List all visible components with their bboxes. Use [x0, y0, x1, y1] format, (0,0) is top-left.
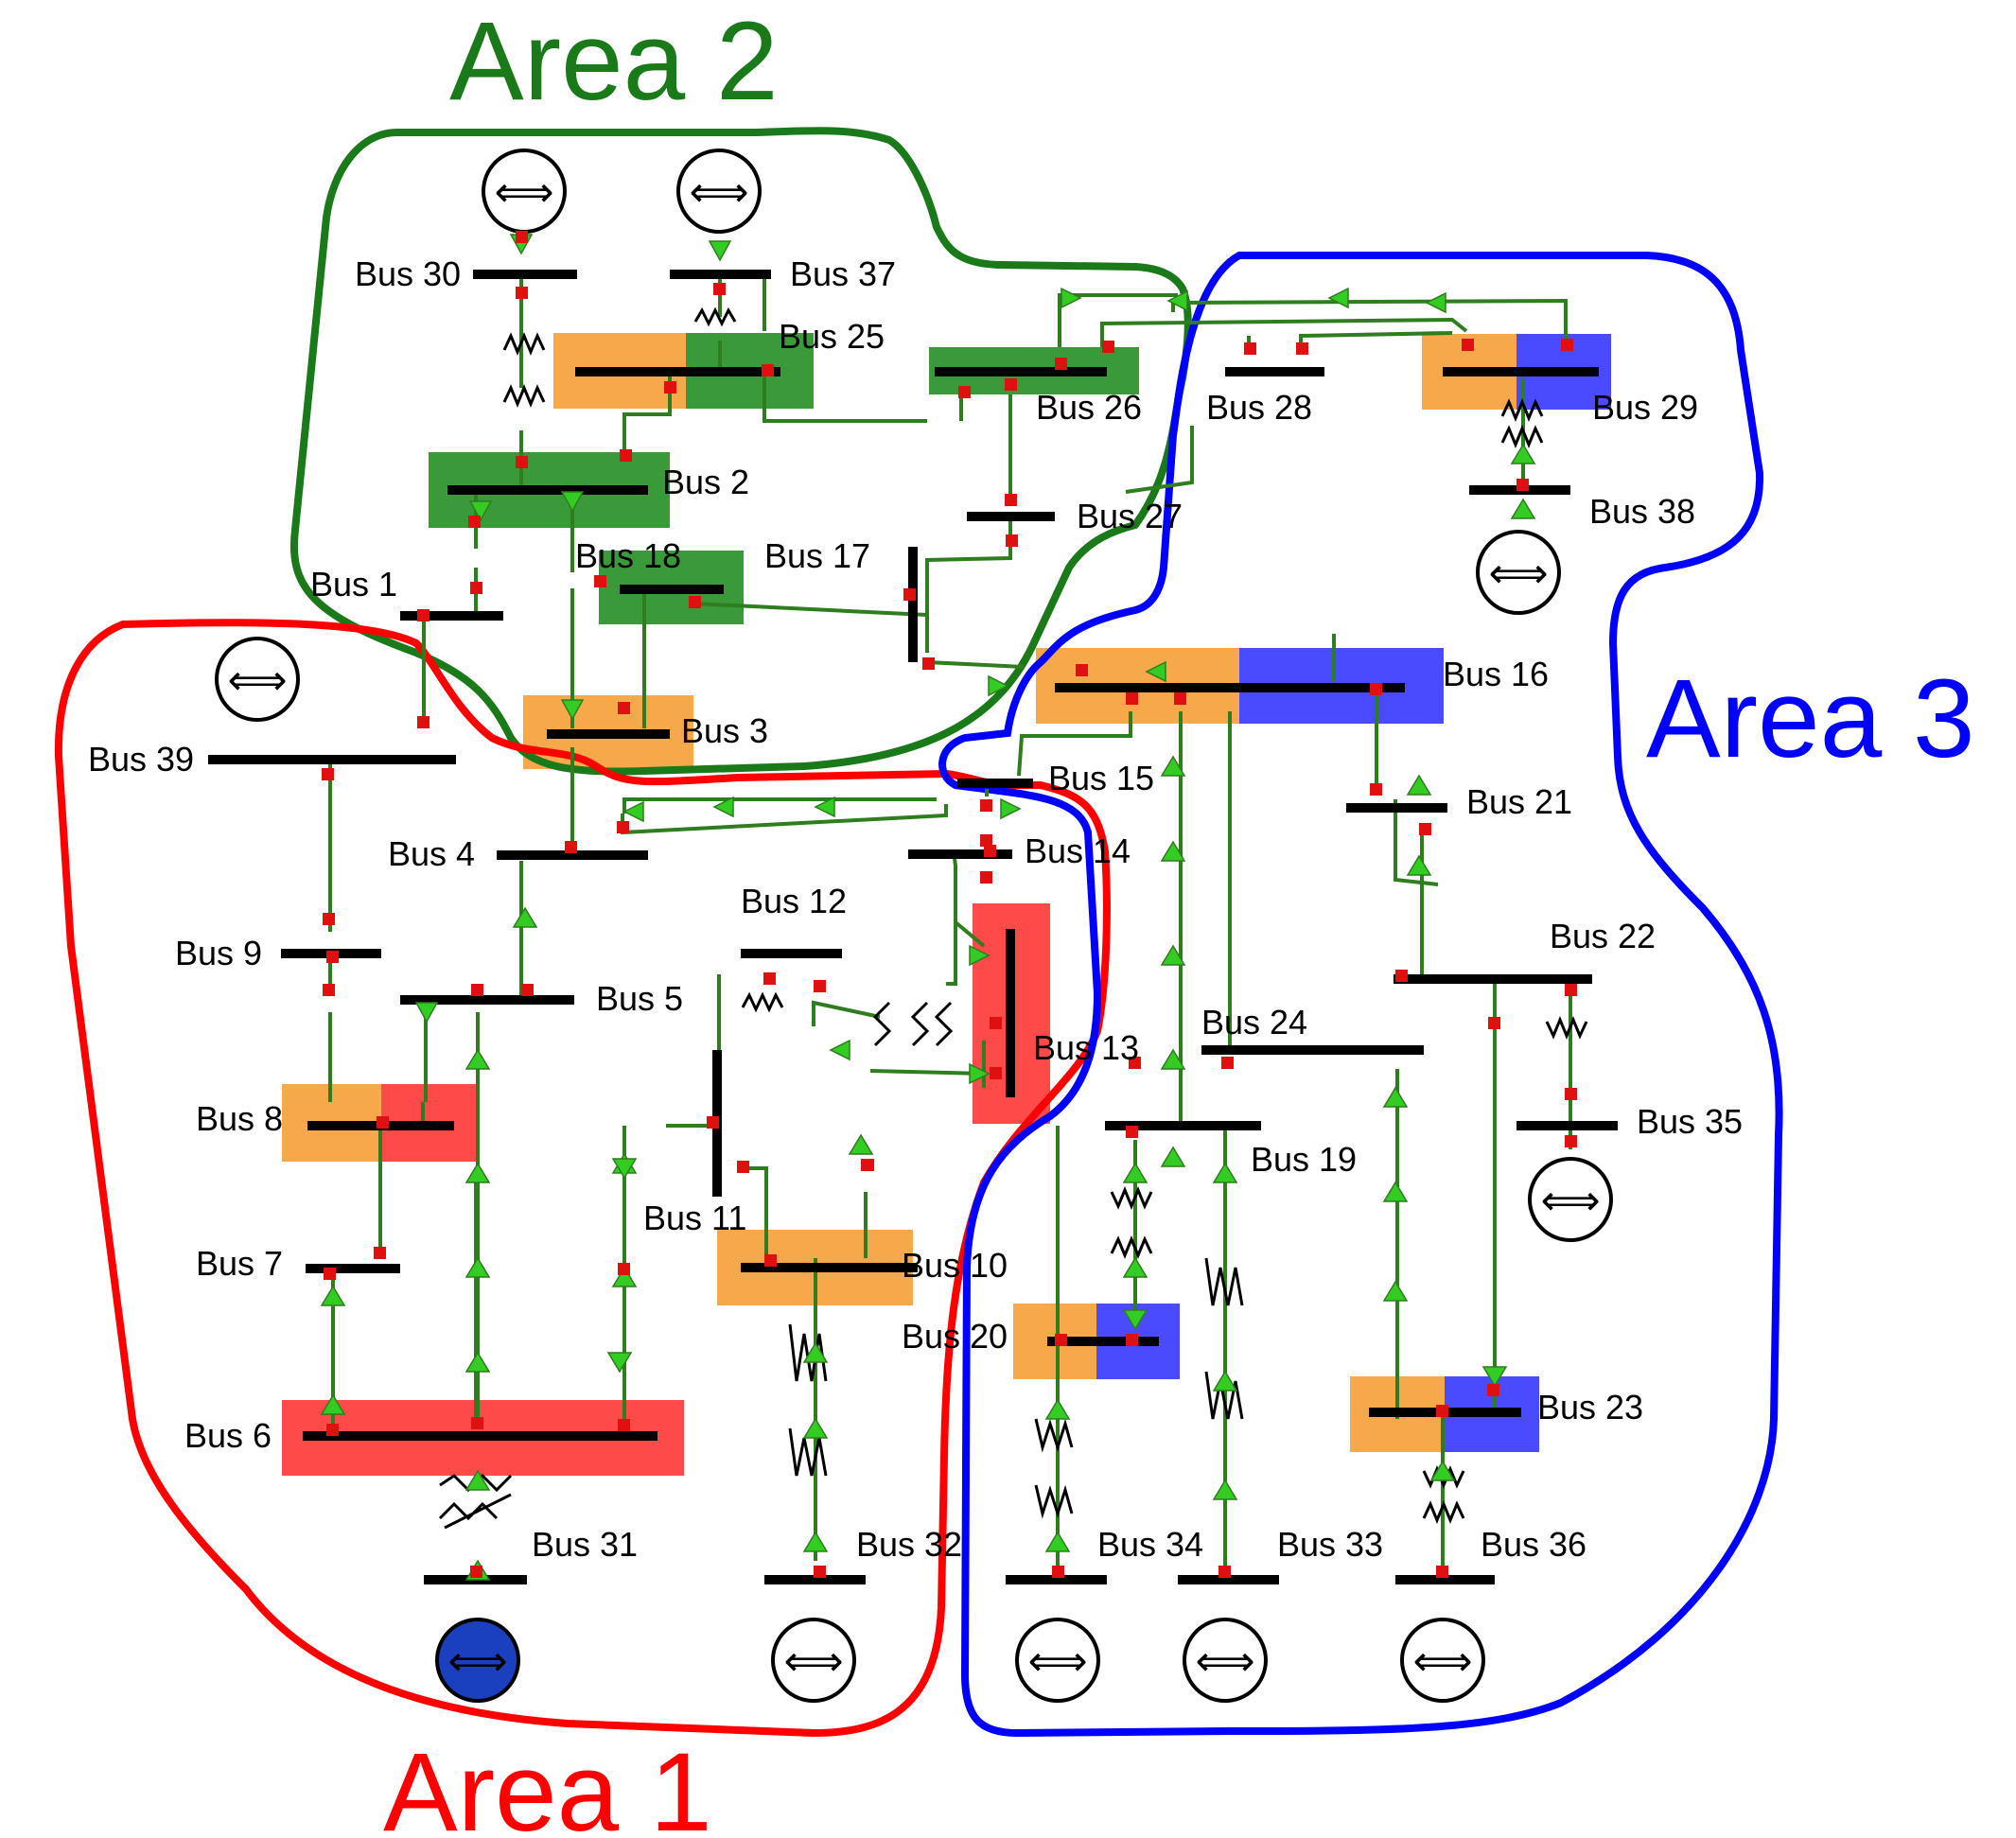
- transformer-icon: [693, 306, 737, 327]
- area-1-boundary: [54, 619, 1111, 1738]
- bus-36-label: Bus 36: [1481, 1525, 1587, 1564]
- bus-10-label: Bus 10: [902, 1246, 1008, 1285]
- bus-29-label: Bus 29: [1592, 388, 1698, 427]
- svg-text:⟺: ⟺: [689, 168, 748, 217]
- bus-6-label: Bus 6: [184, 1416, 272, 1455]
- svg-text:⟺: ⟺: [227, 656, 287, 705]
- svg-text:⟺: ⟺: [1195, 1637, 1254, 1686]
- bus-21-label: Bus 21: [1466, 782, 1572, 821]
- svg-text:⟺: ⟺: [1540, 1177, 1600, 1225]
- bus-23-label: Bus 23: [1537, 1388, 1643, 1427]
- svg-text:⟺: ⟺: [1488, 550, 1548, 598]
- area-1-label: Area 1: [383, 1730, 712, 1838]
- bus-7-label: Bus 7: [196, 1244, 283, 1283]
- transformer-icon: [1110, 1186, 1153, 1259]
- bus-1-label: Bus 1: [310, 565, 397, 604]
- bus-5-label: Bus 5: [596, 979, 683, 1018]
- area-labels: Area 2 Area 3 Area 1: [383, 0, 1975, 1838]
- generator-icon: ⟺: [215, 637, 300, 722]
- transformer-icon: [872, 1001, 954, 1047]
- bus-39-label: Bus 39: [88, 740, 194, 779]
- bus-4-label: Bus 4: [388, 834, 475, 873]
- transformer-icon: [1422, 1465, 1465, 1524]
- transformer-icon: [1545, 1016, 1588, 1040]
- generators: ⟺ ⟺ ⟺ ⟺ ⟺ ⟺ ⟺ ⟺ ⟺ ⟺: [215, 149, 1613, 1703]
- bus-19-label: Bus 19: [1251, 1140, 1357, 1179]
- generator-icon: ⟺: [1528, 1157, 1613, 1242]
- bus-9-label: Bus 9: [175, 934, 262, 972]
- generator-icon: ⟺: [482, 149, 567, 234]
- generator-icon: ⟺: [676, 149, 762, 234]
- bus-35-label: Bus 35: [1637, 1102, 1743, 1141]
- generator-icon: ⟺: [771, 1618, 856, 1703]
- generator-icon: ⟺: [1476, 530, 1561, 615]
- area-boundaries: [54, 127, 1783, 1738]
- generator-icon: ⟺: [1015, 1618, 1100, 1703]
- bus-13-label: Bus 13: [1033, 1028, 1139, 1067]
- bus-32-label: Bus 32: [856, 1525, 962, 1564]
- bus-31-label: Bus 31: [532, 1525, 638, 1564]
- bus-14-label: Bus 14: [1025, 831, 1131, 870]
- bus-22-label: Bus 22: [1550, 917, 1656, 955]
- transformer-icon: [1204, 1257, 1244, 1420]
- bus-12-label: Bus 12: [741, 882, 847, 920]
- bus-38-label: Bus 38: [1589, 492, 1695, 531]
- svg-text:⟺: ⟺: [447, 1637, 507, 1686]
- bus-8-label: Bus 8: [196, 1099, 283, 1138]
- bus-11-label: Bus 11: [643, 1199, 746, 1237]
- bus-18-label: Bus 18: [575, 536, 681, 575]
- bus-30-label: Bus 30: [355, 254, 461, 293]
- svg-text:⟺: ⟺: [1027, 1637, 1087, 1686]
- bus-labels: Bus 1 Bus 2 Bus 3 Bus 4 Bus 5 Bus 6 Bus …: [88, 254, 1743, 1564]
- area-3-label: Area 3: [1646, 656, 1975, 781]
- transformer-icon: [788, 1323, 828, 1477]
- flow-arrows: [320, 234, 1536, 1581]
- bus-15-label: Bus 15: [1048, 759, 1154, 797]
- transformer-icon: [502, 332, 546, 408]
- transformer-icon: [1034, 1418, 1074, 1519]
- transformer-icon: [1500, 398, 1544, 448]
- svg-text:⟺: ⟺: [783, 1637, 843, 1686]
- svg-text:⟺: ⟺: [494, 168, 553, 217]
- generator-icon: ⟺: [1183, 1618, 1268, 1703]
- bus-3-label: Bus 3: [681, 711, 768, 750]
- bus-26-label: Bus 26: [1036, 388, 1142, 427]
- area-2-label: Area 2: [449, 0, 779, 124]
- generator-icon: ⟺: [435, 1618, 520, 1703]
- bus-24-label: Bus 24: [1201, 1003, 1307, 1042]
- bus-16-label: Bus 16: [1443, 655, 1549, 693]
- generator-icon: ⟺: [1400, 1618, 1485, 1703]
- area-2-boundary: [290, 127, 1192, 776]
- svg-text:⟺: ⟺: [1412, 1637, 1472, 1686]
- bus-37-label: Bus 37: [790, 254, 896, 293]
- bus-28-label: Bus 28: [1206, 388, 1312, 427]
- bus-20-label: Bus 20: [902, 1317, 1008, 1356]
- bus-17-label: Bus 17: [764, 536, 870, 575]
- bus-25-label: Bus 25: [779, 317, 885, 356]
- bus-33-label: Bus 33: [1277, 1525, 1383, 1564]
- area-3-boundary: [938, 252, 1783, 1738]
- bus-27-label: Bus 27: [1077, 497, 1183, 535]
- bus-34-label: Bus 34: [1097, 1525, 1203, 1564]
- bus-2-label: Bus 2: [662, 463, 749, 501]
- transformer-icon: [741, 991, 784, 1013]
- breakers: [322, 231, 1577, 1578]
